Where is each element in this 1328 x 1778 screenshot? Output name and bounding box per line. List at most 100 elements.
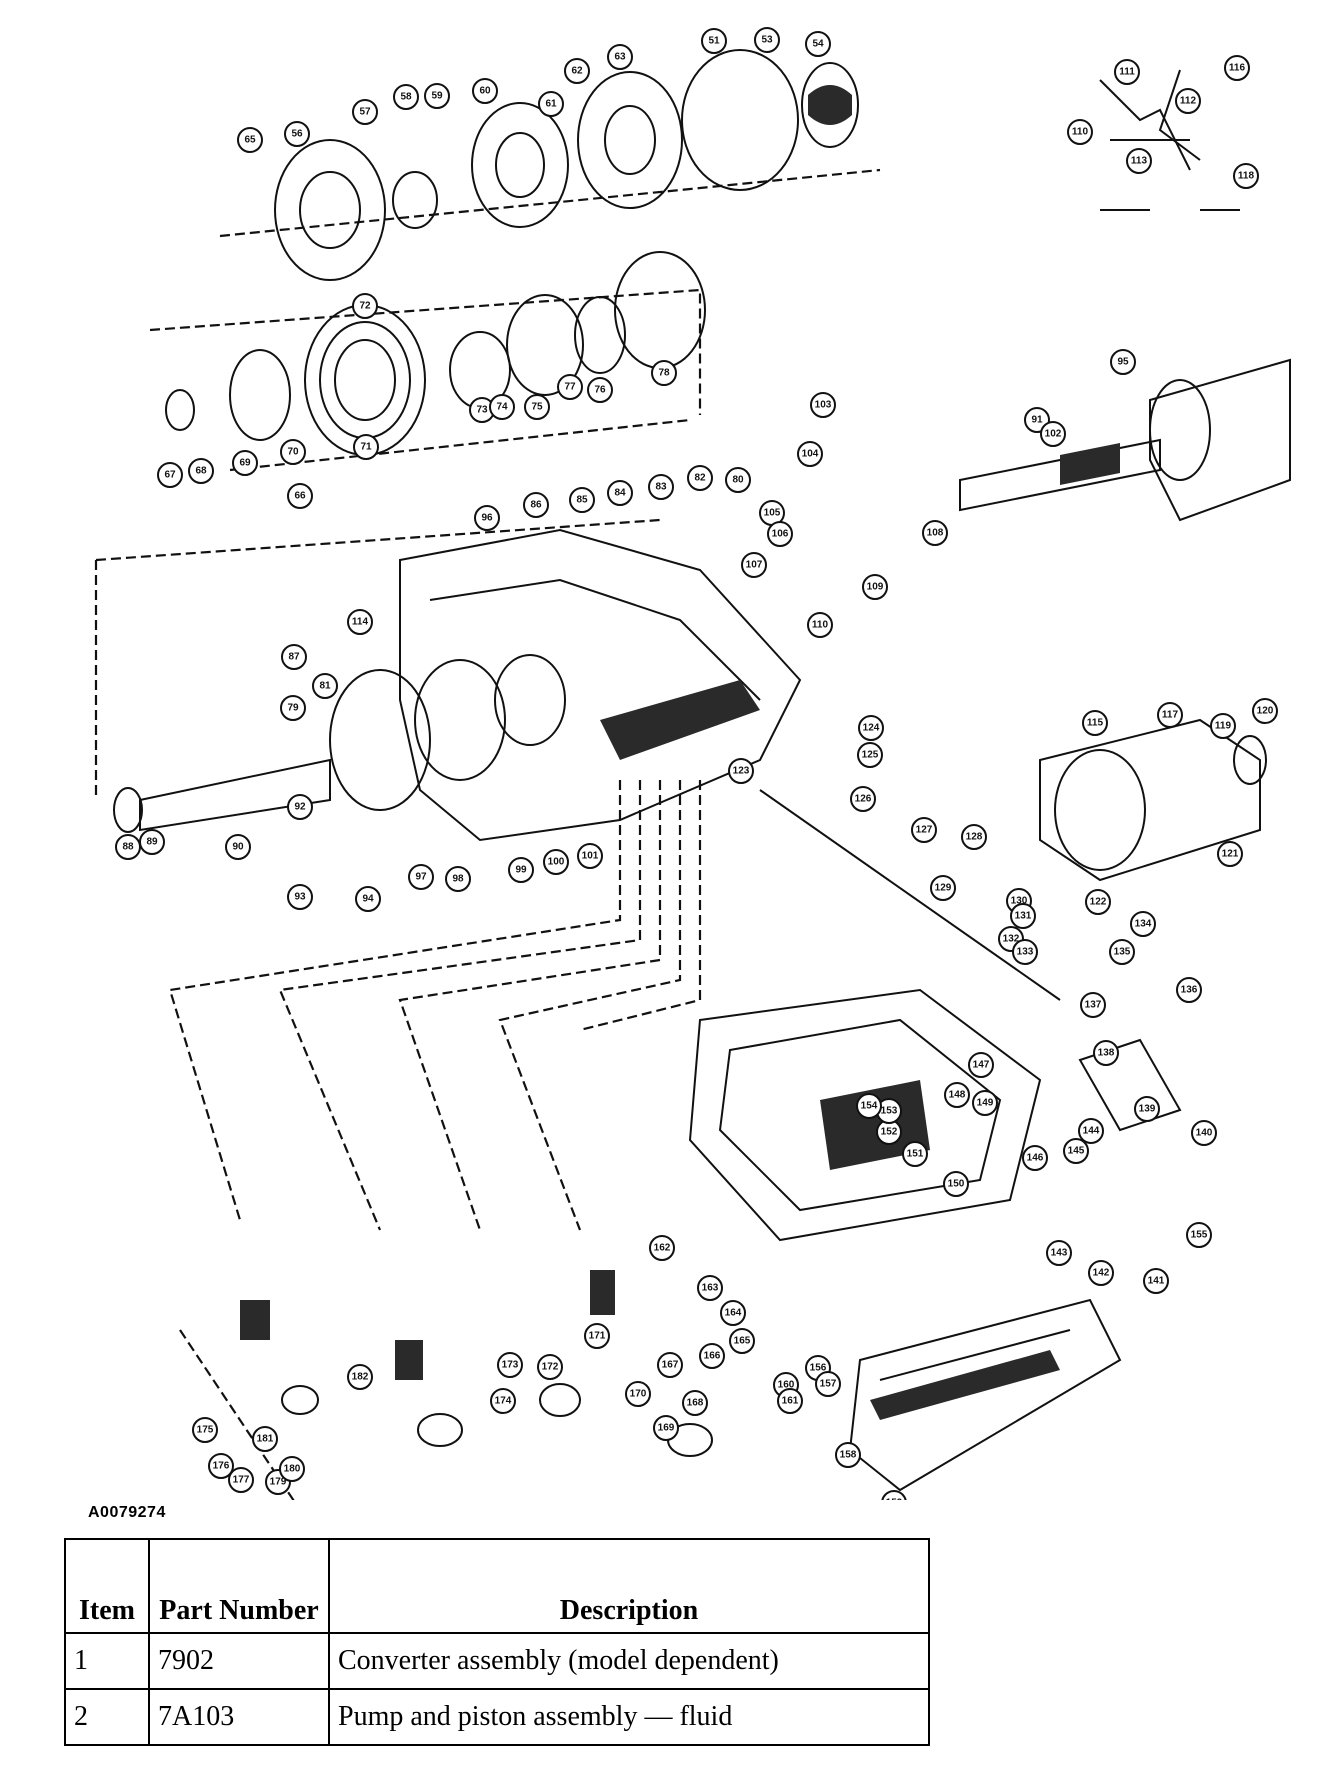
- callout-number: 136: [1176, 977, 1202, 1003]
- callout-circle: [754, 27, 780, 53]
- callout-number: 146: [1022, 1145, 1048, 1171]
- callout-circle: [347, 1364, 373, 1390]
- callout-label: 111: [1119, 67, 1135, 78]
- callout-number: 53: [754, 27, 780, 53]
- callout-circle: [607, 480, 633, 506]
- callout-label: 74: [496, 402, 508, 413]
- description-cell: Converter assembly (model dependent): [328, 1632, 930, 1690]
- callout-circle: [287, 794, 313, 820]
- callout-circle: [543, 849, 569, 875]
- callout-circle: [881, 1490, 907, 1500]
- callout-number: 70: [280, 439, 306, 465]
- callout-label: 75: [531, 402, 543, 413]
- callout-number: 85: [569, 487, 595, 513]
- callout-label: 57: [359, 107, 371, 118]
- callout-number: 158: [835, 1442, 861, 1468]
- callout-label: 101: [582, 851, 599, 862]
- callout-label: 124: [863, 723, 880, 734]
- callout-label: 107: [746, 560, 763, 571]
- callout-number: 145: [1063, 1138, 1089, 1164]
- callout-label: 134: [1135, 919, 1152, 930]
- callout-circle: [930, 875, 956, 901]
- callout-number: 56: [284, 121, 310, 147]
- callout-label: 87: [288, 652, 300, 663]
- callout-number: 103: [810, 392, 836, 418]
- callout-number: 76: [587, 377, 613, 403]
- parts-table: Item Part Number Description 1 7902 Conv…: [64, 1538, 930, 1746]
- callout-label: 60: [479, 86, 491, 97]
- callout-number: 119: [1210, 713, 1236, 739]
- callout-number: 172: [537, 1354, 563, 1380]
- callout-number: 120: [1252, 698, 1278, 724]
- callout-number: 92: [287, 794, 313, 820]
- callout-label: 145: [1068, 1146, 1085, 1157]
- callout-circle: [280, 439, 306, 465]
- callout-label: 112: [1180, 96, 1197, 107]
- callout-number: 143: [1046, 1240, 1072, 1266]
- callout-circle: [587, 377, 613, 403]
- callout-circle: [228, 1467, 254, 1493]
- callout-label: 157: [820, 1379, 837, 1390]
- callout-number: 75: [524, 394, 550, 420]
- callout-label: 94: [362, 894, 374, 905]
- callout-label: 82: [694, 473, 706, 484]
- callout-circle: [728, 758, 754, 784]
- callout-number: 147: [968, 1052, 994, 1078]
- callout-label: 113: [1131, 156, 1148, 167]
- callout-number: 96: [474, 505, 500, 531]
- callout-label: 136: [1181, 985, 1198, 996]
- callout-number: 167: [657, 1352, 683, 1378]
- callout-label: 170: [630, 1389, 647, 1400]
- callout-circle: [1067, 119, 1093, 145]
- callout-label: 159: [886, 1498, 903, 1501]
- callout-label: 69: [239, 458, 251, 469]
- callout-circle: [352, 99, 378, 125]
- callout-label: 146: [1027, 1153, 1044, 1164]
- callout-circle: [1046, 1240, 1072, 1266]
- callout-label: 81: [319, 681, 331, 692]
- callout-circle: [810, 392, 836, 418]
- callout-label: 156: [810, 1363, 827, 1374]
- callout-number: 135: [1109, 939, 1135, 965]
- callout-number: 63: [607, 44, 633, 70]
- table-header-row: Item Part Number Description: [64, 1538, 930, 1634]
- callout-circle: [1157, 702, 1183, 728]
- callout-circle: [607, 44, 633, 70]
- callout-number: 58: [393, 84, 419, 110]
- callout-label: 135: [1114, 947, 1131, 958]
- callout-circle: [424, 83, 450, 109]
- callout-number: 125: [857, 742, 883, 768]
- callout-label: 130: [1011, 896, 1028, 907]
- callout-number: 78: [651, 360, 677, 386]
- callout-circle: [922, 520, 948, 546]
- callout-circle: [648, 474, 674, 500]
- callout-number: 67: [157, 462, 183, 488]
- callout-circle: [252, 1426, 278, 1452]
- callout-circle: [353, 434, 379, 460]
- callout-circle: [857, 742, 883, 768]
- callout-circle: [687, 465, 713, 491]
- callout-number: 110: [1067, 119, 1093, 145]
- callout-number: 106: [767, 521, 793, 547]
- callout-circle: [284, 121, 310, 147]
- callout-number: 60: [472, 78, 498, 104]
- callout-label: 144: [1083, 1126, 1100, 1137]
- output-shaft-housing: [959, 358, 1291, 522]
- callout-number: 151: [902, 1141, 928, 1167]
- callout-number: 61: [538, 91, 564, 117]
- callout-number: 134: [1130, 911, 1156, 937]
- callout-label: 180: [284, 1464, 301, 1475]
- callout-label: 172: [542, 1362, 559, 1373]
- callout-circle: [355, 886, 381, 912]
- callout-number: 170: [625, 1381, 651, 1407]
- callout-circle: [1176, 977, 1202, 1003]
- callout-label: 97: [415, 872, 427, 883]
- callout-label: 126: [855, 794, 872, 805]
- callout-label: 147: [973, 1060, 990, 1071]
- callout-number: 173: [497, 1352, 523, 1378]
- callout-label: 115: [1087, 718, 1104, 729]
- callout-label: 54: [812, 39, 824, 50]
- callout-number: 81: [312, 673, 338, 699]
- callout-circle: [815, 1371, 841, 1397]
- callout-label: 56: [291, 129, 303, 140]
